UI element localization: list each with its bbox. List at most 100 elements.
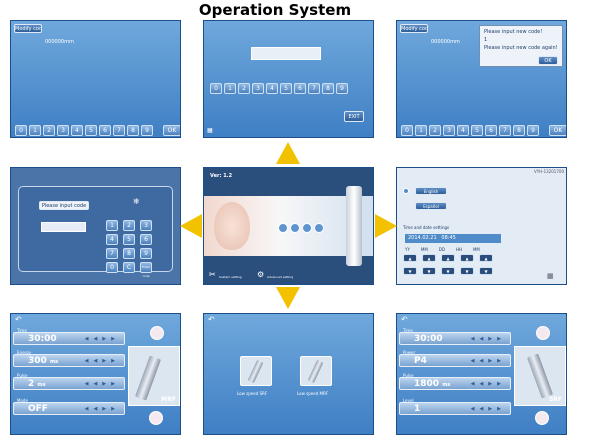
- key-9[interactable]: 9: [336, 83, 348, 94]
- english-button[interactable]: English: [415, 187, 447, 195]
- key-9[interactable]: 9: [141, 125, 153, 136]
- handpiece-image: [306, 358, 325, 385]
- language-radio[interactable]: [403, 188, 409, 194]
- key-0[interactable]: 0: [210, 83, 222, 94]
- key-3[interactable]: 3: [252, 83, 264, 94]
- key-4[interactable]: 4: [457, 125, 469, 136]
- adjust-arrows[interactable]: ◀◀▶▶: [470, 381, 506, 387]
- adjust-arrows[interactable]: ◀◀▶▶: [84, 381, 120, 387]
- pause-icon[interactable]: [149, 411, 163, 425]
- advanced-setting-button[interactable]: Advanced setting: [267, 275, 294, 279]
- key-8[interactable]: 8: [127, 125, 139, 136]
- key-5[interactable]: 5: [280, 83, 292, 94]
- mode-button-1[interactable]: [278, 223, 288, 233]
- key-8[interactable]: 8: [513, 125, 525, 136]
- key-9[interactable]: 9: [140, 248, 152, 259]
- key-3[interactable]: 3: [57, 125, 69, 136]
- day-down-button[interactable]: ▼: [441, 267, 455, 275]
- day-up-button[interactable]: ▲: [441, 254, 455, 262]
- back-icon[interactable]: ↶: [401, 315, 408, 324]
- modify-code-button[interactable]: Modify code: [14, 24, 42, 33]
- key-1[interactable]: 1: [29, 125, 41, 136]
- key-2[interactable]: 2: [123, 220, 135, 231]
- code-input[interactable]: [251, 47, 321, 60]
- numeric-keypad-row: 0 1 2 3 4 5 6 7 8 9 OK: [15, 125, 180, 136]
- key-0[interactable]: 0: [401, 125, 413, 136]
- key-5[interactable]: 5: [123, 234, 135, 245]
- key-6[interactable]: 6: [485, 125, 497, 136]
- param-bar-time: Time 30:00 ◀◀▶▶: [13, 328, 125, 345]
- key-9[interactable]: 9: [527, 125, 539, 136]
- year-down-button[interactable]: ▼: [403, 267, 417, 275]
- month-up-button[interactable]: ▲: [422, 254, 436, 262]
- key-6[interactable]: 6: [294, 83, 306, 94]
- param-value: 30:00: [28, 334, 57, 344]
- page-title: Operation System: [198, 1, 352, 19]
- key-1[interactable]: 1: [106, 220, 118, 231]
- key-5[interactable]: 5: [85, 125, 97, 136]
- key-7[interactable]: 7: [106, 248, 118, 259]
- key-clear[interactable]: C: [123, 262, 135, 273]
- face-image: [214, 202, 250, 250]
- param-value: 1800 ms: [414, 379, 451, 389]
- key-7[interactable]: 7: [113, 125, 125, 136]
- system-setting-button[interactable]: Sustem setting: [219, 275, 242, 279]
- key-0[interactable]: 0: [15, 125, 27, 136]
- key-2[interactable]: 2: [43, 125, 55, 136]
- mode-button-3[interactable]: [302, 223, 312, 233]
- minute-up-button[interactable]: ▲: [479, 254, 493, 262]
- mrf-option-button[interactable]: [300, 356, 332, 386]
- key-4[interactable]: 4: [266, 83, 278, 94]
- key-3[interactable]: 3: [140, 220, 152, 231]
- key-3[interactable]: 3: [443, 125, 455, 136]
- key-0[interactable]: 0: [106, 262, 118, 273]
- adjust-arrows[interactable]: ◀◀▶▶: [470, 336, 506, 342]
- adjust-arrows[interactable]: ◀◀▶▶: [84, 358, 120, 364]
- back-icon[interactable]: ↶: [208, 315, 215, 324]
- param-value: 30:00: [414, 334, 443, 344]
- dialog-ok-button[interactable]: OK: [538, 56, 558, 65]
- hour-up-button[interactable]: ▲: [460, 254, 474, 262]
- handpiece-panel: MRF: [128, 346, 180, 406]
- key-6[interactable]: 6: [99, 125, 111, 136]
- adjust-arrows[interactable]: ◀◀▶▶: [470, 358, 506, 364]
- adjust-arrows[interactable]: ◀◀▶▶: [470, 406, 506, 412]
- key-5[interactable]: 5: [471, 125, 483, 136]
- key-6[interactable]: 6: [140, 234, 152, 245]
- col-year: YY: [405, 247, 410, 252]
- start-icon[interactable]: [150, 326, 164, 340]
- month-down-button[interactable]: ▼: [422, 267, 436, 275]
- password-input[interactable]: [41, 222, 86, 232]
- key-8[interactable]: 8: [322, 83, 334, 94]
- hour-down-button[interactable]: ▼: [460, 267, 474, 275]
- mode-button-4[interactable]: [314, 223, 324, 233]
- key-1[interactable]: 1: [415, 125, 427, 136]
- srf-option-button[interactable]: [240, 356, 272, 386]
- key-4[interactable]: 4: [71, 125, 83, 136]
- year-up-button[interactable]: ▲: [403, 254, 417, 262]
- col-hour: HH: [455, 247, 462, 252]
- ok-button[interactable]: OK: [549, 125, 566, 136]
- key-8[interactable]: 8: [123, 248, 135, 259]
- start-icon[interactable]: [536, 326, 550, 340]
- espanol-button[interactable]: Español: [415, 202, 447, 210]
- minute-down-button[interactable]: ▼: [479, 267, 493, 275]
- enter-code-button[interactable]: Enter code: [140, 262, 152, 278]
- key-2[interactable]: 2: [429, 125, 441, 136]
- key-4[interactable]: 4: [106, 234, 118, 245]
- screen-modify-code: Modify code 000000mm 0 1 2 3 4 5 6 7 8 9…: [10, 20, 181, 138]
- ok-button[interactable]: OK: [163, 125, 180, 136]
- screen-srf-treatment: ↶ Time 30:00 ◀◀▶▶ Power P4 ◀◀▶▶ Pulse 18…: [396, 313, 567, 435]
- code-display: 000000mm: [431, 39, 460, 45]
- adjust-arrows[interactable]: ◀◀▶▶: [84, 336, 120, 342]
- modify-code-button[interactable]: Modify code: [400, 24, 428, 33]
- key-2[interactable]: 2: [238, 83, 250, 94]
- mode-button-2[interactable]: [290, 223, 300, 233]
- pause-icon[interactable]: [535, 411, 549, 425]
- key-1[interactable]: 1: [224, 83, 236, 94]
- key-7[interactable]: 7: [499, 125, 511, 136]
- adjust-arrows[interactable]: ◀◀▶▶: [84, 406, 120, 412]
- back-icon[interactable]: ↶: [15, 315, 22, 324]
- exit-button[interactable]: EXIT: [344, 111, 364, 122]
- key-7[interactable]: 7: [308, 83, 320, 94]
